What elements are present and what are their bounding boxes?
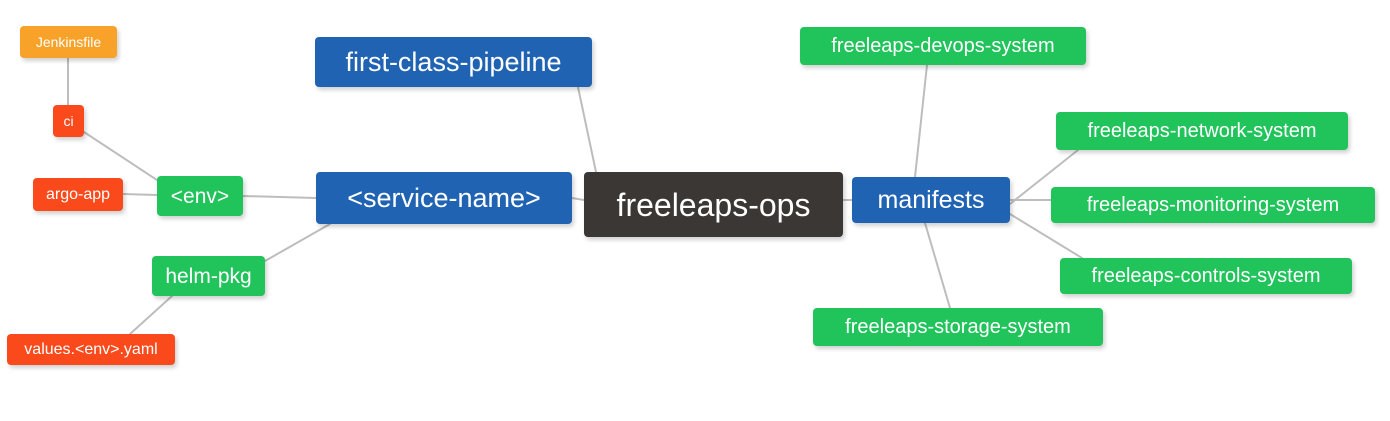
node-service-name[interactable]: <service-name> bbox=[316, 172, 572, 224]
node-jenkinsfile[interactable]: Jenkinsfile bbox=[20, 26, 117, 58]
edge-manifests-devops bbox=[914, 64, 928, 178]
edge-service-helm bbox=[264, 223, 331, 262]
node-freeleaps-monitoring-system[interactable]: freeleaps-monitoring-system bbox=[1051, 187, 1375, 223]
edge-helm-values bbox=[129, 295, 173, 335]
edge-ops-pipeline bbox=[577, 86, 597, 173]
edge-env-argo bbox=[122, 193, 158, 196]
node-freeleaps-ops[interactable]: freeleaps-ops bbox=[584, 172, 843, 237]
node-freeleaps-devops-system[interactable]: freeleaps-devops-system bbox=[800, 27, 1086, 65]
node-first-class-pipeline[interactable]: first-class-pipeline bbox=[315, 37, 592, 87]
node-env[interactable]: <env> bbox=[157, 176, 243, 216]
node-helm-pkg[interactable]: helm-pkg bbox=[152, 256, 265, 296]
node-freeleaps-storage-system[interactable]: freeleaps-storage-system bbox=[813, 308, 1103, 346]
edge-service-env bbox=[242, 195, 317, 199]
node-argo-app[interactable]: argo-app bbox=[33, 178, 123, 211]
node-ci[interactable]: ci bbox=[53, 105, 84, 137]
node-freeleaps-controls-system[interactable]: freeleaps-controls-system bbox=[1060, 258, 1352, 294]
node-values-yaml[interactable]: values.<env>.yaml bbox=[7, 334, 175, 365]
edge-env-ci bbox=[83, 131, 161, 183]
node-manifests[interactable]: manifests bbox=[852, 177, 1010, 223]
edge-ops-service bbox=[571, 197, 585, 201]
node-freeleaps-network-system[interactable]: freeleaps-network-system bbox=[1056, 112, 1348, 150]
edge-manifests-storage bbox=[924, 222, 951, 309]
